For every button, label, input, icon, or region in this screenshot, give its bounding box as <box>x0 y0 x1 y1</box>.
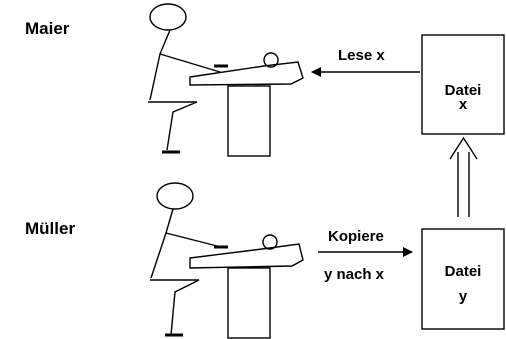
torso <box>149 29 171 101</box>
arm <box>159 53 221 73</box>
user-label-mueller: Müller <box>25 219 75 238</box>
arm <box>165 232 222 248</box>
copy-arrow-label-line2: y nach x <box>324 266 385 283</box>
head <box>156 182 194 210</box>
file-y-box <box>421 228 505 330</box>
read-arrow-label: Lese x <box>338 47 385 64</box>
mouse <box>262 234 278 250</box>
file-x-var: x <box>459 96 468 113</box>
copy-flow-arrow <box>449 136 478 217</box>
user-label-maier: Maier <box>25 19 70 38</box>
legs <box>148 101 198 151</box>
person-mueller <box>150 182 222 337</box>
keyboard <box>189 61 304 86</box>
keyboard <box>189 243 304 269</box>
copy-arrow-label-line1: Kopiere <box>328 228 384 245</box>
legs <box>150 279 200 336</box>
file-x-box <box>421 34 505 135</box>
head <box>149 3 187 31</box>
arrow-head <box>449 136 478 160</box>
person-maier <box>148 3 221 154</box>
desk <box>227 85 271 157</box>
file-y-title: Datei <box>445 263 482 280</box>
file-x-title: Datei <box>445 82 482 99</box>
terminal-maier <box>189 52 304 157</box>
desk <box>227 267 271 339</box>
terminal-mueller <box>189 234 304 339</box>
torso <box>150 208 174 279</box>
file-y-var: y <box>459 288 468 305</box>
mouse <box>263 52 279 68</box>
